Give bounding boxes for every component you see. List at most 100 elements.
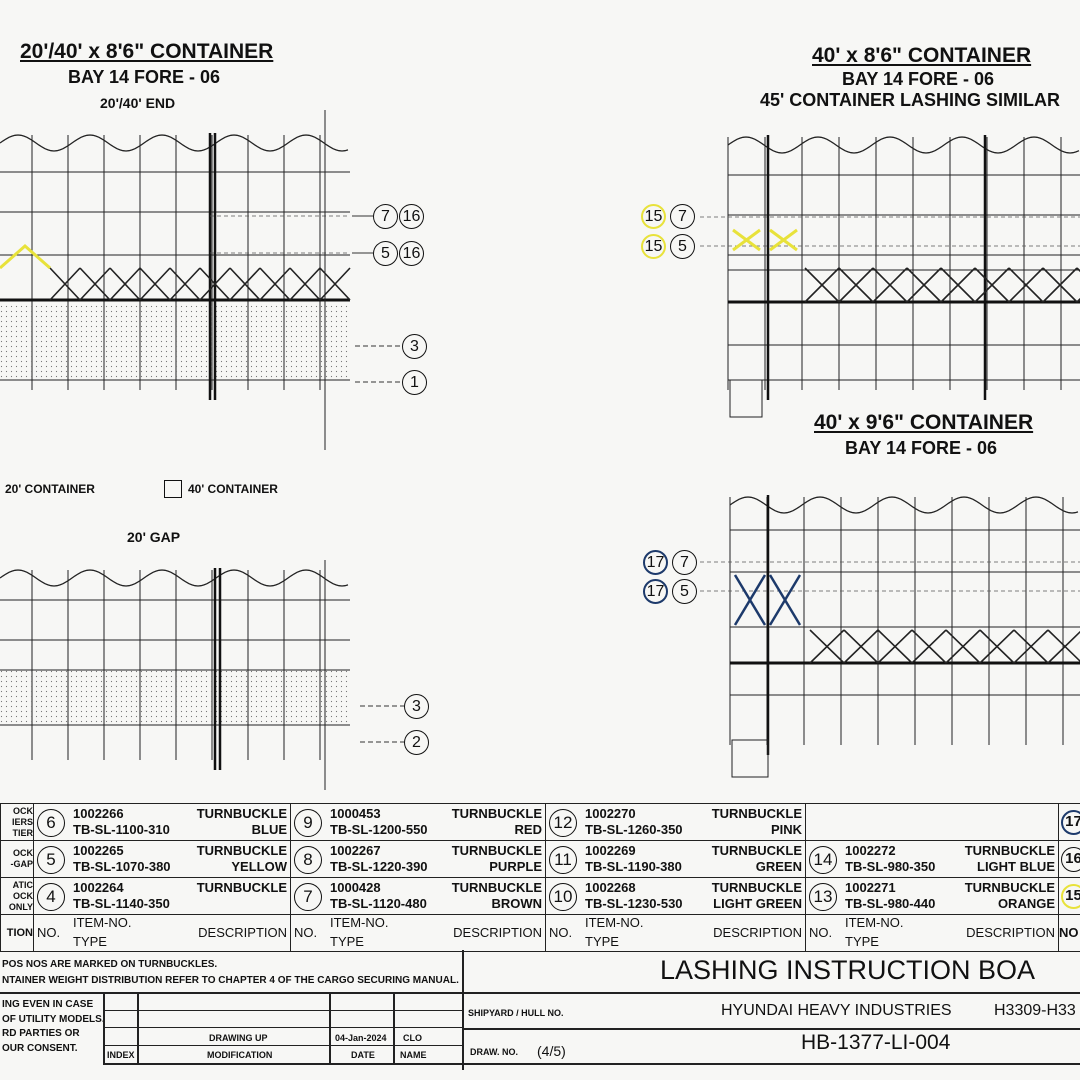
lashing-rod xyxy=(1013,629,1049,664)
pos-number: 11 xyxy=(549,845,577,874)
lashing-rod xyxy=(199,267,231,301)
item-type: TB-SL-1070-380 xyxy=(73,858,171,874)
drawing-title: LASHING INSTRUCTION BOA xyxy=(660,955,1036,985)
pos-number: 12 xyxy=(549,808,577,837)
item-color: PINK xyxy=(770,821,802,837)
hull-no: H3309-H33 xyxy=(994,1002,1076,1019)
rev-h-index: INDEX xyxy=(107,1050,135,1060)
item-no: 1002270 xyxy=(585,805,636,821)
tr-bay: BAY 14 FORE - 06 xyxy=(842,69,995,89)
callout: 7 xyxy=(670,204,695,229)
bl-hatched-tier xyxy=(0,670,350,725)
rev-h-date: DATE xyxy=(351,1050,375,1060)
item-type: TB-SL-1190-380 xyxy=(585,858,682,874)
callout: 16 xyxy=(399,204,424,229)
lashing-rod xyxy=(1047,629,1080,664)
pos-number: 7 xyxy=(294,882,322,911)
item-type: TB-SL-1200-550 xyxy=(330,821,428,837)
tl-subtitle: 20'/40' END xyxy=(100,95,176,111)
item-color: LIGHT BLUE xyxy=(977,858,1055,874)
item-color: BROWN xyxy=(491,895,542,911)
lashing-rod xyxy=(259,267,291,301)
item-type: TB-SL-1220-390 xyxy=(330,858,428,874)
lashing-rod xyxy=(169,267,201,301)
tl-bay: BAY 14 FORE - 06 xyxy=(68,67,221,87)
tr-foot xyxy=(729,379,763,418)
lashing-rod xyxy=(139,267,171,301)
legend-40ft-swatch xyxy=(164,480,182,498)
item-type: TB-SL-980-440 xyxy=(845,895,936,911)
item-no: 1002268 xyxy=(585,879,636,895)
lashing-rod xyxy=(289,267,321,301)
item-desc: TURNBUCKLE xyxy=(964,879,1055,895)
br-bay: BAY 14 FORE - 06 xyxy=(845,438,998,458)
lashing-rod xyxy=(906,267,942,303)
lashing-rod xyxy=(838,267,874,303)
bl-subtitle: 20' GAP xyxy=(127,529,181,545)
shipyard: HYUNDAI HEAVY INDUSTRIES xyxy=(721,1002,952,1019)
note-1: POS NOS ARE MARKED ON TURNBUCKLES. xyxy=(2,959,218,970)
callout: 5 xyxy=(672,579,697,604)
lashing-rod xyxy=(229,267,261,301)
yellow-lashing-rod xyxy=(0,244,51,270)
pos-number: 10 xyxy=(549,882,577,911)
br-title: 40' x 9'6" CONTAINER xyxy=(814,411,1034,434)
item-desc: TURNBUCKLE xyxy=(451,842,542,858)
item-desc: TURNBUCKLE xyxy=(711,805,802,821)
rev-modification: DRAWING UP xyxy=(209,1033,268,1043)
lashing-rod xyxy=(872,267,908,303)
item-desc: TURNBUCKLE xyxy=(196,842,287,858)
item-no: 1002267 xyxy=(330,842,381,858)
lashing-rod xyxy=(974,267,1010,303)
rev-date: 04-Jan-2024 xyxy=(335,1033,387,1043)
item-no: 1002264 xyxy=(73,879,124,895)
callout: 1 xyxy=(402,370,427,395)
fragment-cell: 15 xyxy=(1058,877,1080,915)
tl-roof xyxy=(0,134,349,152)
fragment-cell: 17 xyxy=(1058,803,1080,841)
lashing-rod xyxy=(877,629,913,664)
item-no: 1000428 xyxy=(330,879,381,895)
item-color: RED xyxy=(514,821,542,837)
lashing-rod xyxy=(911,629,947,664)
lashing-rod xyxy=(49,267,81,301)
lashing-rod xyxy=(940,267,976,303)
item-desc: TURNBUCKLE xyxy=(711,879,802,895)
item-type: TB-SL-1100-310 xyxy=(73,821,170,837)
item-type: TB-SL-1260-350 xyxy=(585,821,683,837)
item-color: LIGHT GREEN xyxy=(713,895,802,911)
tl-hatched-tier xyxy=(0,304,350,378)
item-type: TB-SL-1120-480 xyxy=(330,895,427,911)
item-cell xyxy=(805,803,1059,841)
legend-20ft: 20' CONTAINER xyxy=(5,482,95,496)
callout: 5 xyxy=(670,234,695,259)
fragment-cell: OCK-GAP xyxy=(0,840,34,878)
lashing-rod xyxy=(109,267,141,301)
legend-40ft: 40' CONTAINER xyxy=(188,482,278,496)
item-desc: TURNBUCKLE xyxy=(451,805,542,821)
shipyard-label: SHIPYARD / HULL NO. xyxy=(468,1008,564,1018)
drawing-number: HB-1377-LI-004 xyxy=(801,1031,951,1054)
lashing-rod xyxy=(945,629,981,664)
callout: 2 xyxy=(404,730,429,755)
pos-number: 14 xyxy=(809,845,837,874)
br-roof xyxy=(729,496,1079,514)
rev-name: CLO xyxy=(403,1033,422,1043)
yellow-lashing-rod xyxy=(732,228,798,252)
br-foot xyxy=(731,739,769,778)
item-no: 1002269 xyxy=(585,842,636,858)
fragment-cell: 16 xyxy=(1058,840,1080,878)
item-desc: TURNBUCKLE xyxy=(451,879,542,895)
